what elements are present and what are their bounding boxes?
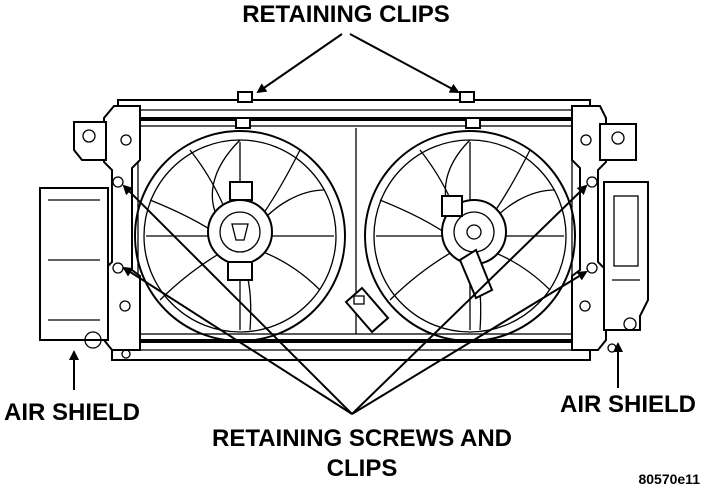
- fan-shroud-frame: [111, 99, 591, 361]
- top-clip-tabs: [235, 91, 481, 129]
- right-upper-tab: [599, 123, 637, 161]
- right-fan: [364, 130, 576, 342]
- left-air-shield: [39, 187, 131, 359]
- retaining-screws-label-line2: CLIPS: [327, 455, 398, 482]
- figure-id-label: 80570e11: [638, 471, 700, 487]
- right-air-shield: [603, 181, 649, 353]
- air-shield-arrows: [69, 342, 623, 390]
- air-shield-right-label: AIR SHIELD: [560, 391, 696, 418]
- left-fan: [134, 130, 346, 342]
- retaining-clips-label: RETAINING CLIPS: [242, 1, 450, 28]
- retaining-screws-label-line1: RETAINING SCREWS AND: [212, 425, 512, 452]
- wiring-connector: [344, 286, 390, 334]
- retaining-screws-arrows: [122, 184, 588, 415]
- air-shield-left-label: AIR SHIELD: [4, 399, 140, 426]
- retaining-clips-arrows: [256, 33, 460, 94]
- left-upper-tab: [73, 121, 107, 161]
